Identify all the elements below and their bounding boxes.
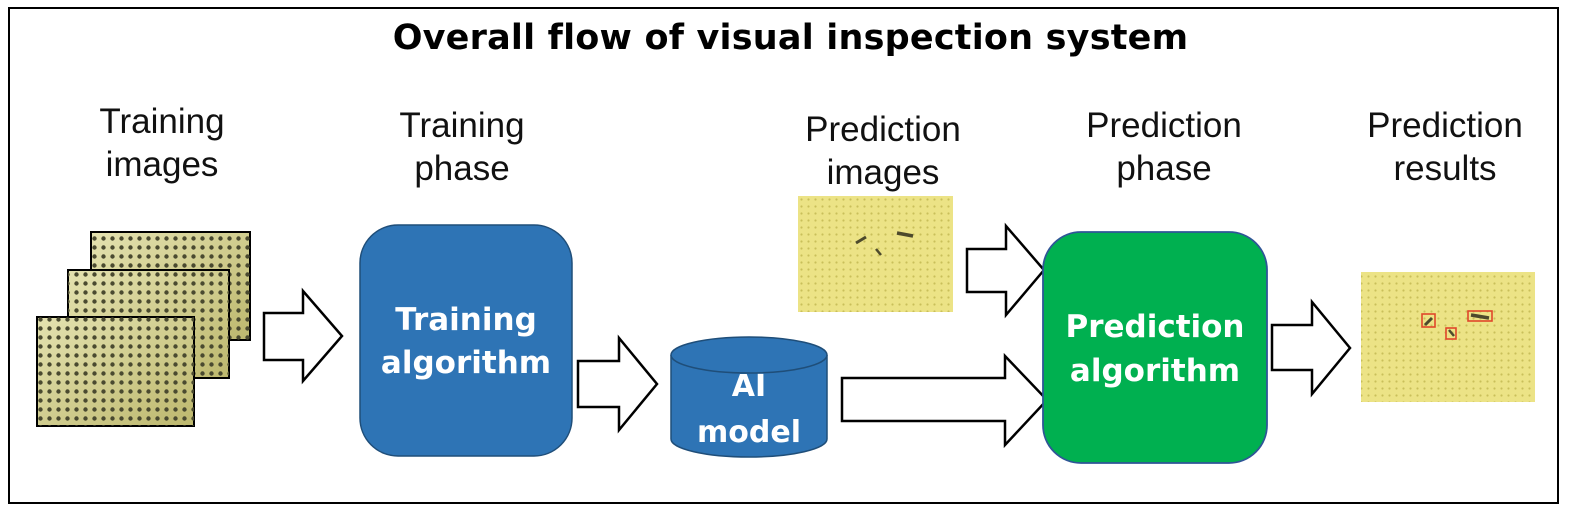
caption-prediction-images: Prediction images [805, 110, 961, 192]
defect-mark [896, 231, 914, 238]
prediction-image [798, 196, 953, 312]
diagram-frame [8, 7, 1559, 504]
defect-mark [855, 235, 867, 245]
defect-mark [875, 248, 882, 256]
caption-prediction-phase: Prediction phase [1086, 106, 1242, 188]
detection-box [1445, 327, 1457, 340]
training-algorithm-label-line2: algorithm [381, 345, 551, 381]
training-algorithm-label-line1: Training [395, 302, 537, 338]
ai-model-label-line2: model [697, 415, 801, 450]
training-image-front [36, 316, 195, 427]
prediction-algorithm-label-line1: Prediction [1065, 309, 1244, 345]
prediction-algorithm-box: Prediction algorithm [1042, 231, 1268, 464]
training-algorithm-box: Training algorithm [359, 224, 573, 457]
caption-training-images: Training images [99, 102, 225, 184]
ai-model-cylinder: AI model [670, 336, 828, 458]
diagram-title: Overall flow of visual inspection system [392, 18, 1189, 58]
caption-training-phase: Training phase [399, 106, 525, 188]
ai-model-label-line1: AI [732, 369, 766, 404]
prediction-result-image [1361, 272, 1535, 402]
arrow-images-to-prediction [965, 222, 1046, 319]
detection-box [1467, 310, 1493, 322]
prediction-algorithm-label-line2: algorithm [1070, 353, 1240, 389]
arrow-model-to-prediction [840, 352, 1049, 449]
arrow-to-ai-model [576, 334, 659, 434]
detection-box [1421, 313, 1436, 328]
arrow-to-results [1270, 298, 1352, 398]
arrow-to-training [262, 287, 344, 385]
caption-prediction-results: Prediction results [1367, 106, 1523, 188]
training-images-stack [36, 231, 251, 427]
